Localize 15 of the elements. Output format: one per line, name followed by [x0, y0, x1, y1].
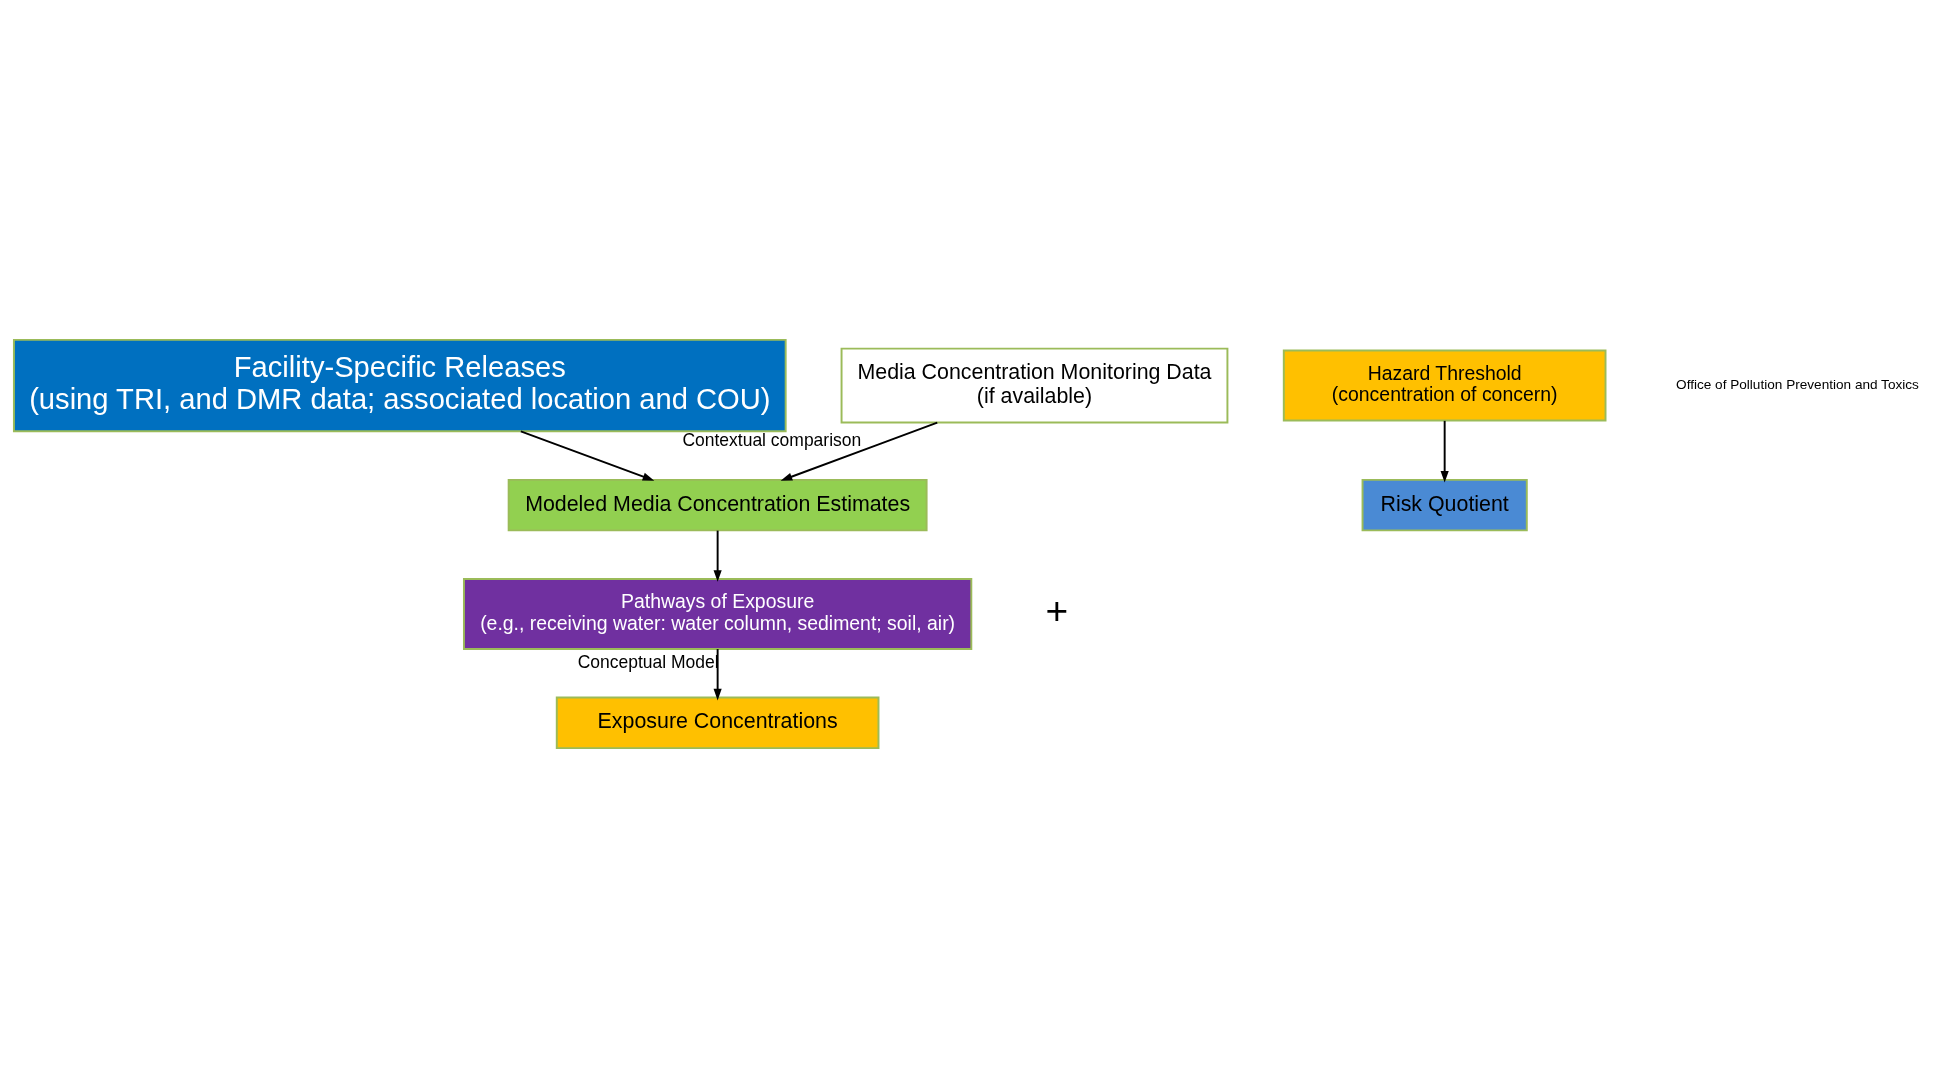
node-box: Pathways of Exposure (e.g., receiving water: water column, sediment; soil, air) [462, 578, 973, 650]
arrow [713, 648, 722, 701]
arrow [1440, 419, 1449, 483]
node-box: Hazard Threshold (concentration of concern) [1282, 349, 1607, 422]
node-box: Risk Quotient [1361, 478, 1528, 532]
arrow [780, 421, 939, 481]
label: Office of Pollution Prevention and Toxics [1676, 377, 1919, 393]
label: + [1045, 588, 1069, 632]
node-box: Modeled Media Concentration Estimates [507, 478, 928, 532]
arrow [519, 430, 655, 481]
node-box: Facility-Specific Releases (using TRI, and DMR data; associated location and COU) [12, 338, 787, 433]
edge-label: Conceptual Model [577, 651, 719, 672]
node-box: Media Concentration Monitoring Data (if available) [840, 347, 1229, 424]
node-box: Exposure Concentrations [555, 696, 880, 750]
arrow [713, 529, 722, 582]
